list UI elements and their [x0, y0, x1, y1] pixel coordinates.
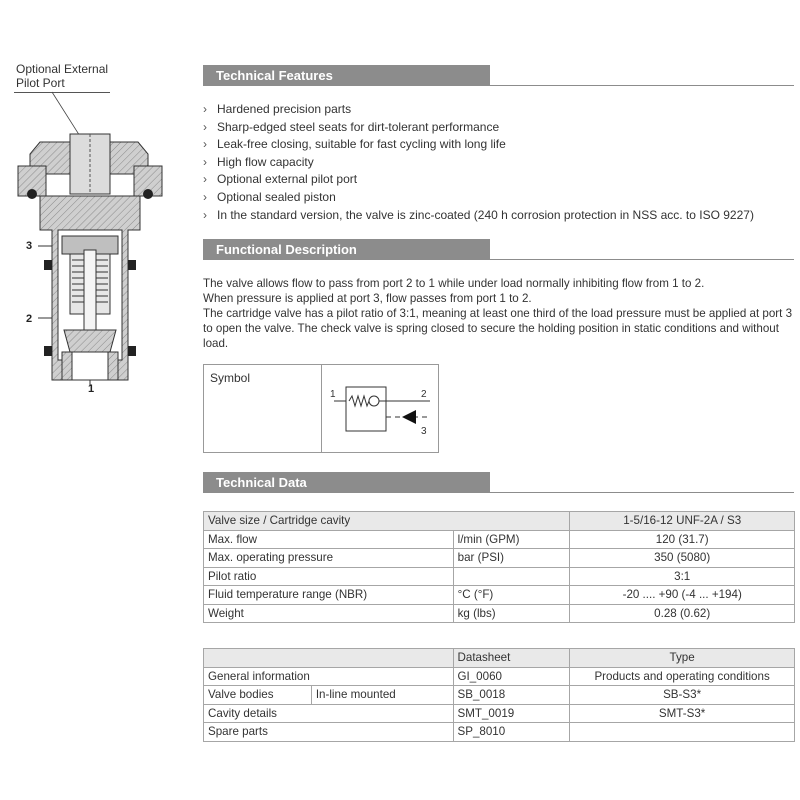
functional-description-heading: Functional Description	[203, 239, 490, 260]
bullet-chevron-icon: ›	[203, 154, 207, 169]
bullet-chevron-icon: ›	[203, 102, 207, 116]
list-item: ›Leak-free closing, suitable for fast cy…	[203, 136, 754, 154]
type-column-header: Type	[569, 648, 795, 668]
check-valve-symbol	[334, 386, 430, 432]
port-3-label: 3	[26, 240, 33, 252]
table-header-value: 1-5/16-12 UNF-2A / S3	[569, 511, 795, 531]
table-row: General information GI_0060 Products and…	[203, 666, 795, 686]
table-row: Datasheet Type	[203, 648, 795, 668]
port-1-label: 1	[88, 383, 95, 395]
bullet-chevron-icon: ›	[203, 137, 207, 152]
table-row: Cavity details SMT_0019 SMT-S3*	[203, 703, 795, 723]
table-header-label: Valve size / Cartridge cavity	[202, 511, 571, 531]
port-2-label: 2	[26, 313, 33, 325]
pilot-port-callout: Optional External Pilot Port	[16, 62, 108, 90]
technical-data-rule	[490, 492, 794, 493]
valve-section-drawing	[17, 91, 163, 386]
callout-line-2: Pilot Port	[16, 76, 65, 90]
list-item: ›Hardened precision parts	[203, 101, 754, 119]
functional-description-text: The valve allows flow to pass from port …	[203, 276, 798, 351]
symbol-port-2: 2	[421, 389, 427, 400]
datasheet-column-header: Datasheet	[452, 648, 571, 668]
technical-features-heading: Technical Features	[203, 65, 490, 86]
callout-underline	[14, 92, 110, 93]
list-item: ›Optional sealed piston	[203, 189, 754, 207]
bullet-chevron-icon: ›	[203, 189, 207, 204]
technical-data-table: Valve size / Cartridge cavity 1-5/16-12 …	[202, 511, 795, 623]
table-row: Weight kg (lbs) 0.28 (0.62)	[203, 603, 795, 623]
table-row: Valve bodies In-line mounted SB_0018 SB-…	[203, 685, 795, 705]
list-item: ›Optional external pilot port	[203, 171, 754, 189]
table-row: Max. operating pressure bar (PSI) 350 (5…	[203, 548, 795, 568]
table-row: Fluid temperature range (NBR) °C (°F) -2…	[203, 585, 795, 605]
table-row: Max. flow l/min (GPM) 120 (31.7)	[203, 529, 795, 549]
table-row: Pilot ratio 3:1	[203, 566, 795, 586]
symbol-port-3: 3	[421, 426, 427, 437]
symbol-box: Symbol 1 2 3	[203, 364, 439, 453]
list-item: ›Sharp-edged steel seats for dirt-tolera…	[203, 119, 754, 137]
description-paragraph: The cartridge valve has a pilot ratio of…	[203, 307, 793, 351]
symbol-port-1: 1	[330, 389, 336, 400]
table-row: Valve size / Cartridge cavity 1-5/16-12 …	[202, 511, 795, 531]
symbol-label: Symbol	[210, 371, 251, 385]
bullet-chevron-icon: ›	[203, 207, 207, 222]
functional-description-rule	[490, 259, 794, 260]
bullet-chevron-icon: ›	[203, 119, 207, 134]
description-paragraph: When pressure is applied at port 3, flow…	[203, 292, 532, 306]
callout-line-1: Optional External	[16, 62, 109, 76]
description-paragraph: The valve allows flow to pass from port …	[203, 277, 705, 290]
datasheet-table: Datasheet Type General information GI_00…	[203, 648, 795, 742]
technical-data-heading: Technical Data	[203, 472, 490, 493]
list-item: ›High flow capacity	[203, 154, 754, 172]
symbol-divider	[321, 365, 322, 452]
table-row: Spare parts SP_8010	[203, 722, 795, 742]
technical-features-list: ›Hardened precision parts ›Sharp-edged s…	[203, 101, 754, 224]
bullet-chevron-icon: ›	[203, 172, 207, 187]
technical-features-rule	[490, 85, 794, 86]
list-item: ›In the standard version, the valve is z…	[203, 207, 754, 225]
